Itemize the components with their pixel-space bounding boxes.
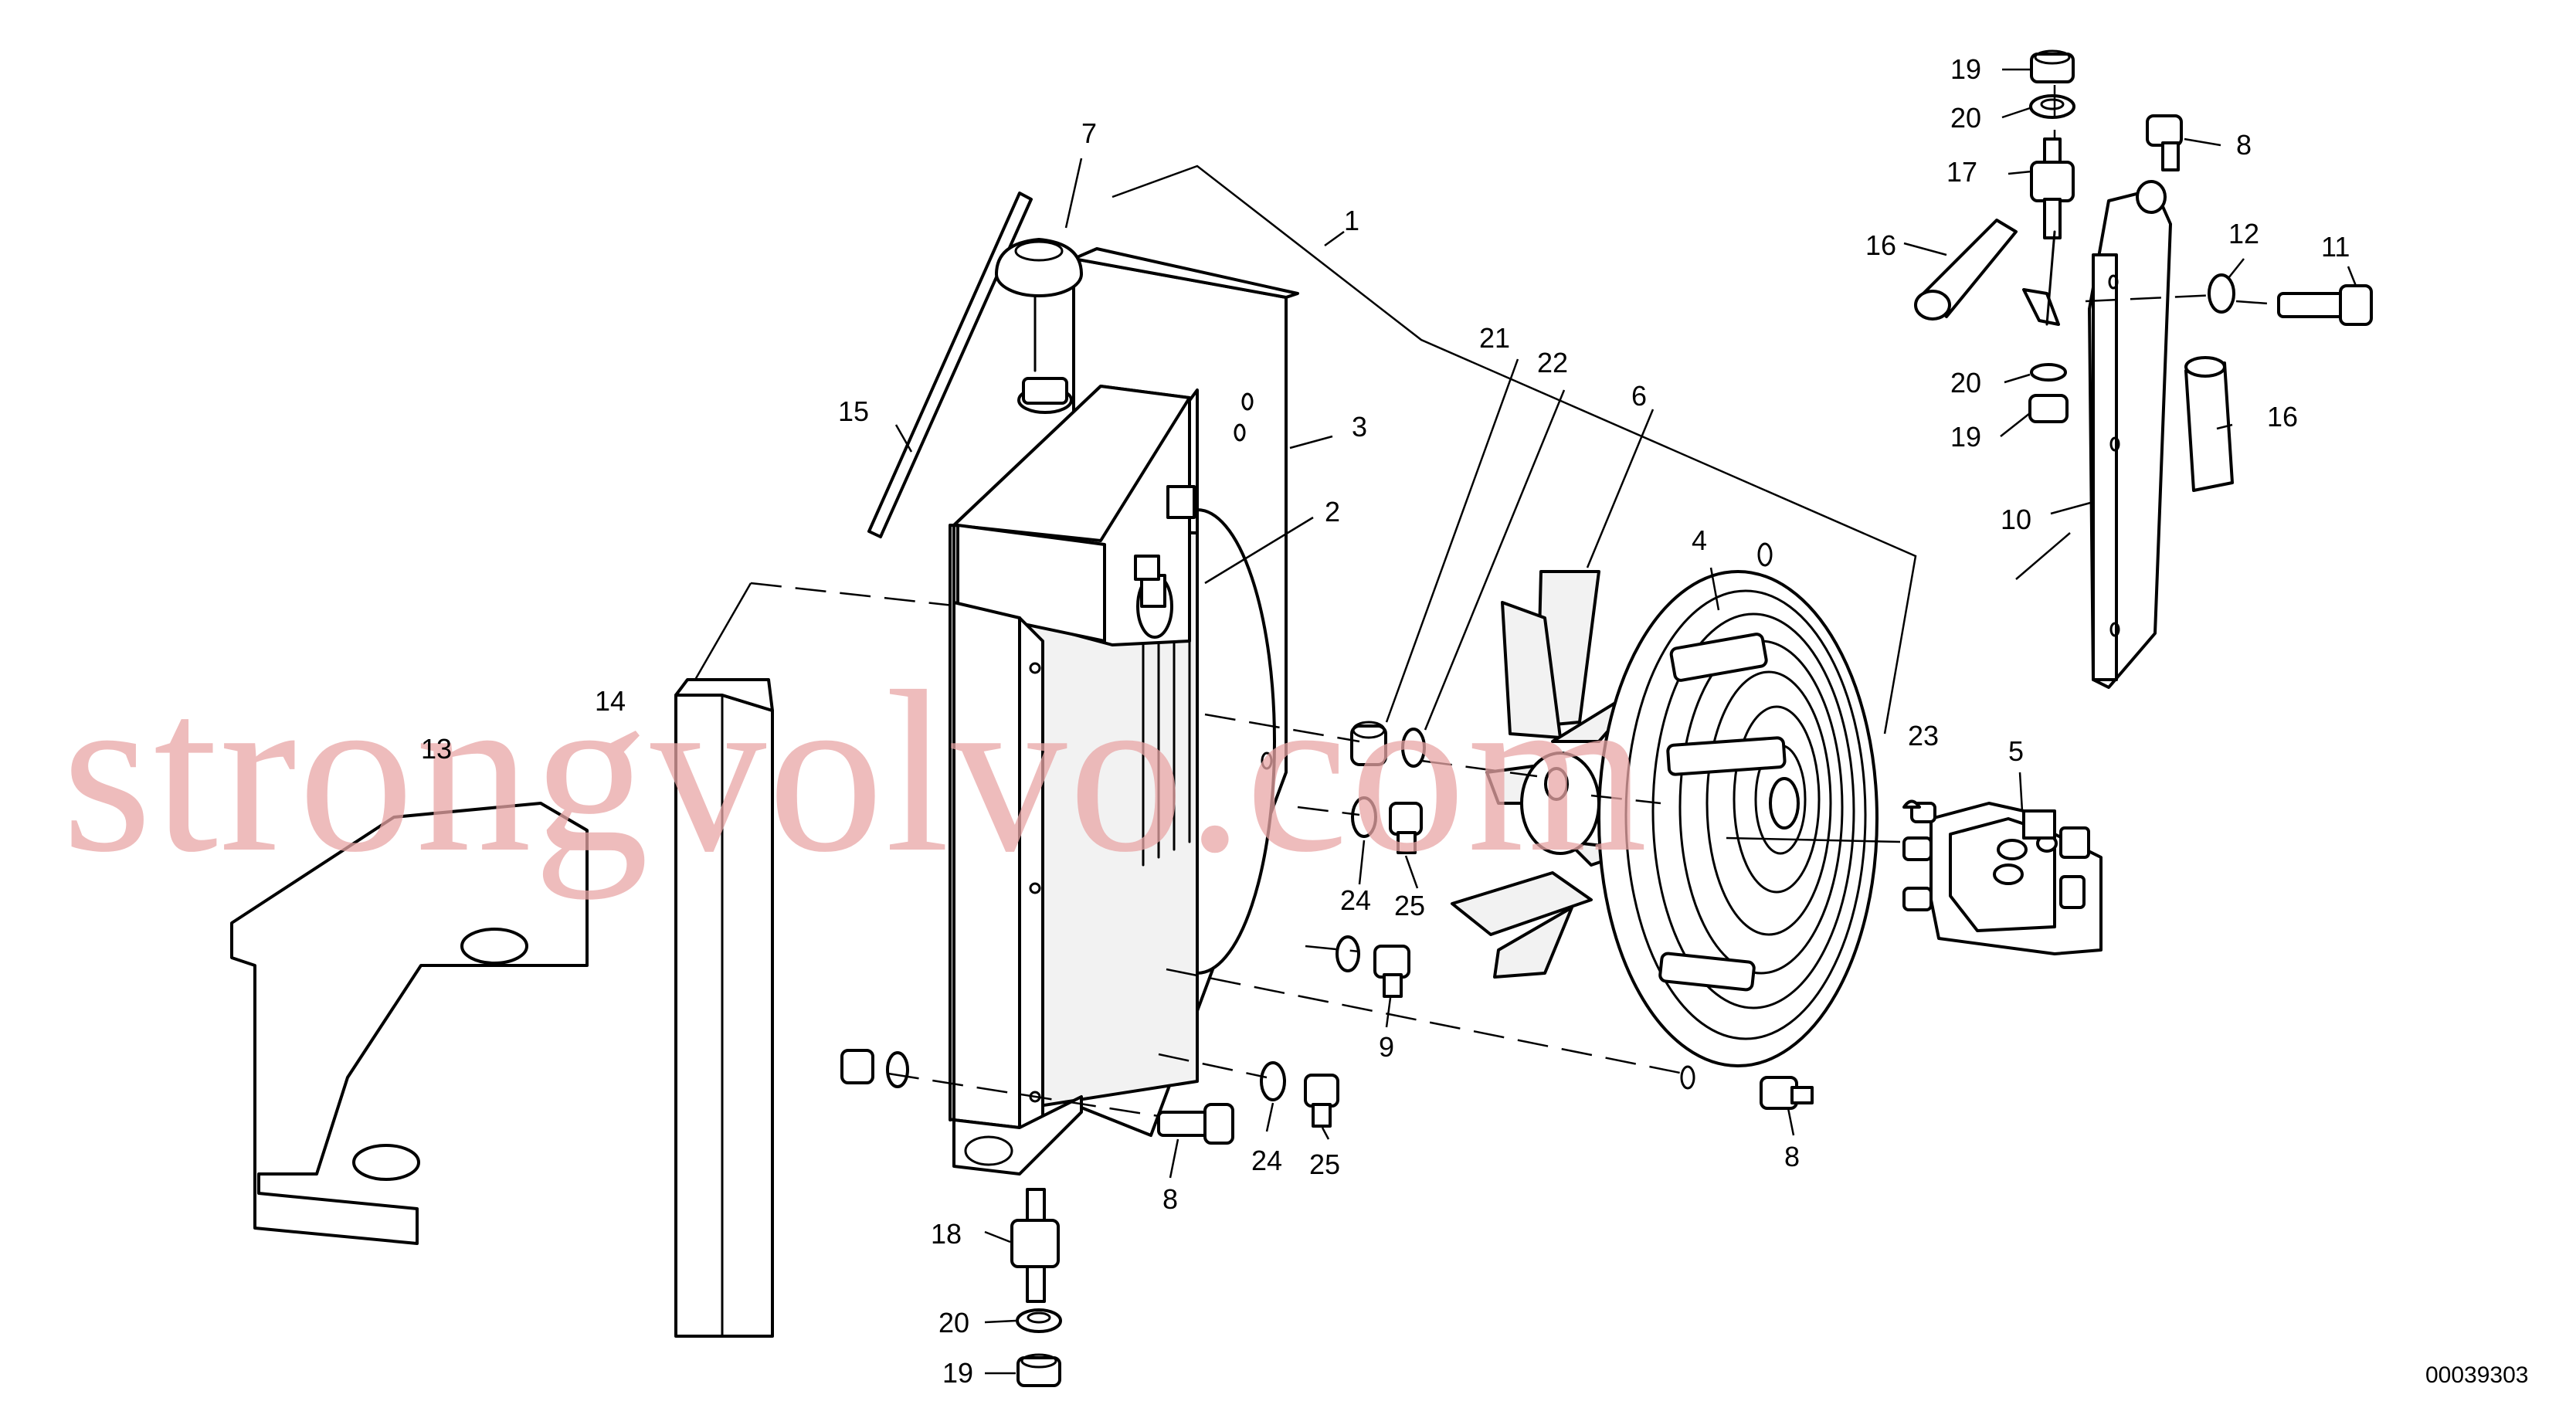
callout-9: 9	[1379, 1031, 1394, 1063]
washer-20-top-part	[2029, 94, 2075, 119]
bolt-11-part	[2277, 284, 2373, 326]
callout-3: 3	[1352, 411, 1367, 443]
support-bracket-10-part	[2088, 180, 2172, 689]
nut-19-bottom-part	[1016, 1353, 1061, 1387]
support-plate-part	[230, 802, 589, 1245]
callout-16-right: 16	[2267, 401, 2298, 433]
fan-blade-part	[1451, 570, 1655, 979]
bolt-25-upper-part	[1389, 802, 1423, 854]
callout-23: 23	[1908, 720, 1939, 751]
callout-1: 1	[1344, 205, 1359, 236]
callout-8-right: 8	[1784, 1141, 1800, 1172]
callout-leaders	[894, 68, 2357, 1375]
washer-20-mid-part	[2030, 363, 2067, 382]
watermark-text: strongvolvo.com	[62, 643, 1649, 901]
washer-24-mid-part	[1336, 935, 1360, 972]
callout-11: 11	[2321, 231, 2350, 263]
callout-14: 14	[595, 685, 626, 717]
callout-13: 13	[421, 733, 452, 765]
drawing-number: 00039303	[2425, 1362, 2528, 1388]
callout-24-lower: 24	[1251, 1145, 1282, 1176]
washer-12-part	[2208, 273, 2235, 314]
callout-19-bottom: 19	[942, 1357, 973, 1389]
washer-24-upper-part	[1351, 796, 1377, 838]
nut-left-part	[840, 1049, 874, 1084]
callout-25-lower: 25	[1309, 1148, 1340, 1180]
callout-19-mid: 19	[1950, 421, 1981, 453]
washer-24-lower-part	[1260, 1061, 1286, 1101]
assembly-dashed-lines	[888, 85, 2279, 1118]
sleeve-16-left-part	[1914, 219, 2018, 321]
nut-19-mid-part	[2028, 394, 2069, 423]
callout-25-upper: 25	[1394, 890, 1425, 921]
callout-22: 22	[1537, 347, 1568, 378]
radiator-header-tank-part	[952, 377, 1196, 646]
nut-21-part	[1350, 721, 1387, 766]
callout-10: 10	[2001, 504, 2031, 535]
radiator-cap-part	[995, 158, 1083, 372]
seal-strip-part	[867, 192, 1033, 538]
callout-12: 12	[2228, 218, 2259, 249]
callout-6: 6	[1631, 380, 1647, 412]
callout-8-lower: 8	[1162, 1183, 1178, 1215]
washer-20-bottom-part	[1016, 1308, 1062, 1333]
callout-5: 5	[2008, 735, 2024, 767]
rubber-mount-18-part	[1010, 1188, 1060, 1303]
callout-17: 17	[1946, 156, 1977, 188]
washer-left-part	[886, 1051, 909, 1088]
nut-19-top-part	[2030, 49, 2075, 83]
callout-15: 15	[838, 395, 869, 427]
sleeve-16-right-part	[2184, 356, 2234, 492]
bolt-9-part	[1373, 945, 1410, 998]
callout-20-mid: 20	[1950, 367, 1981, 399]
callout-numbers: 1 2 3 4 5 6 7 8 8 8 9 10 11 12 13 14 15 …	[421, 53, 2350, 1389]
hydraulic-pump-part	[1726, 802, 2103, 955]
assembly-outline-line-1	[1112, 165, 1917, 735]
washer-22-part	[1401, 728, 1426, 768]
callout-7: 7	[1081, 117, 1097, 149]
fan-guard-part	[1597, 542, 1879, 1090]
bolt-25-lower-part	[1304, 1074, 1339, 1128]
rubber-mount-17-part	[2030, 137, 2075, 239]
key-23-part	[1902, 799, 1921, 809]
callout-4: 4	[1692, 524, 1707, 556]
callout-21: 21	[1479, 322, 1510, 354]
radiator-side-tank-part	[952, 601, 1083, 1176]
callout-16-left: 16	[1865, 229, 1896, 261]
bolt-8-right-part	[1760, 1076, 1814, 1110]
callout-18: 18	[931, 1218, 962, 1250]
callout-2: 2	[1325, 496, 1340, 528]
callout-19-top: 19	[1950, 53, 1981, 85]
callout-24-upper: 24	[1340, 884, 1371, 916]
mount-bracket-part	[2022, 230, 2060, 326]
bolt-8-lower-part	[1157, 1103, 1234, 1145]
callout-20-top: 20	[1950, 102, 1981, 134]
callout-20-bottom: 20	[938, 1307, 969, 1338]
bolt-8-top-part	[2146, 114, 2183, 171]
callout-8-top: 8	[2236, 129, 2252, 161]
